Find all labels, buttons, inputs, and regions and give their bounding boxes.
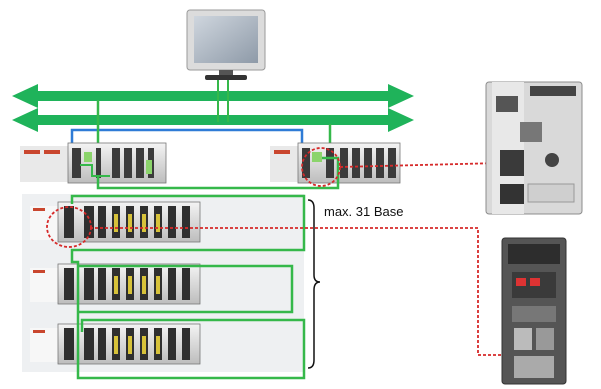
main-to-expansion-cable	[96, 156, 340, 190]
network-bus-top	[12, 84, 414, 108]
callout-line-io	[90, 227, 504, 356]
callout-line-cpu	[339, 162, 501, 168]
max-base-label: max. 31 Base	[324, 204, 404, 219]
expansion-bracket	[307, 199, 321, 369]
main-rack-left	[20, 142, 167, 184]
main-rack-right	[270, 142, 401, 184]
io-module-photo	[501, 237, 567, 385]
highlight-circle-expansion	[46, 206, 92, 248]
blue-link-cable	[70, 128, 304, 148]
network-bus-bottom	[12, 108, 414, 132]
expansion-chain-cable	[70, 194, 306, 380]
monitor-icon	[186, 9, 266, 80]
cpu-module-photo	[485, 81, 583, 215]
